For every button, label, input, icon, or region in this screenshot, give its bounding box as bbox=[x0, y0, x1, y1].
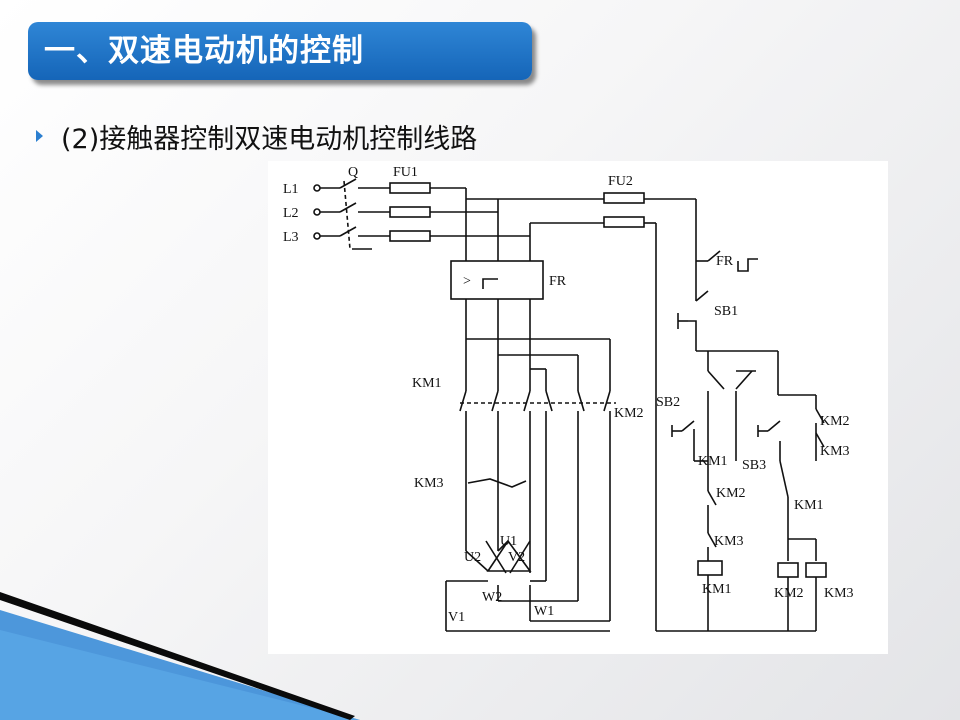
corner-decoration bbox=[0, 590, 360, 720]
label-v1: V1 bbox=[448, 610, 465, 625]
label-sb1: SB1 bbox=[714, 304, 738, 319]
label-ctrl-km1-b: KM1 bbox=[794, 498, 824, 513]
label-km1-main: KM1 bbox=[412, 376, 442, 391]
label-coil-km2: KM2 bbox=[774, 586, 804, 601]
label-u1: U1 bbox=[500, 534, 517, 549]
circuit-labels: L1 L2 L3 Q FU1 FU2 > FR FR SB1 KM1 KM2 K… bbox=[283, 165, 854, 625]
circuit-diagram-svg: L1 L2 L3 Q FU1 FU2 > FR FR SB1 KM1 KM2 K… bbox=[283, 165, 854, 632]
label-v2: V2 bbox=[508, 550, 525, 565]
bullet-item: (2)接触器控制双速电动机控制线路 bbox=[36, 116, 477, 156]
bullet-text: (2)接触器控制双速电动机控制线路 bbox=[61, 123, 478, 155]
label-coil-km1: KM1 bbox=[702, 582, 732, 597]
label-km3-main: KM3 bbox=[414, 476, 444, 491]
label-w2: W2 bbox=[482, 590, 502, 605]
label-l1: L1 bbox=[283, 182, 299, 197]
label-fu1: FU1 bbox=[393, 165, 418, 180]
label-u2: U2 bbox=[464, 550, 481, 565]
label-fu2: FU2 bbox=[608, 174, 633, 189]
label-w1: W1 bbox=[534, 604, 554, 619]
label-fr-symbol: > bbox=[463, 274, 471, 289]
label-ctrl-km2-b: KM2 bbox=[716, 486, 746, 501]
label-fr-relay: FR bbox=[549, 274, 567, 289]
label-l3: L3 bbox=[283, 230, 299, 245]
label-ctrl-km3-a: KM3 bbox=[820, 444, 850, 459]
slide-title: 一、双速电动机的控制 bbox=[44, 33, 364, 69]
label-l2: L2 bbox=[283, 206, 299, 221]
circuit-diagram: L1 L2 L3 Q FU1 FU2 > FR FR SB1 KM1 KM2 K… bbox=[268, 161, 888, 654]
label-ctrl-km3-b: KM3 bbox=[714, 534, 744, 549]
label-q: Q bbox=[348, 165, 358, 180]
label-km2-main: KM2 bbox=[614, 406, 644, 421]
wiring bbox=[313, 178, 827, 632]
label-sb3: SB3 bbox=[742, 458, 766, 473]
label-coil-km3: KM3 bbox=[824, 586, 854, 601]
title-banner: 一、双速电动机的控制 bbox=[28, 22, 532, 80]
label-fr-contact: FR bbox=[716, 254, 734, 269]
label-ctrl-km2-a: KM2 bbox=[820, 414, 850, 429]
triangle-bullet-icon bbox=[36, 130, 43, 142]
label-sb2: SB2 bbox=[656, 395, 680, 410]
label-ctrl-km1-a: KM1 bbox=[698, 454, 728, 469]
